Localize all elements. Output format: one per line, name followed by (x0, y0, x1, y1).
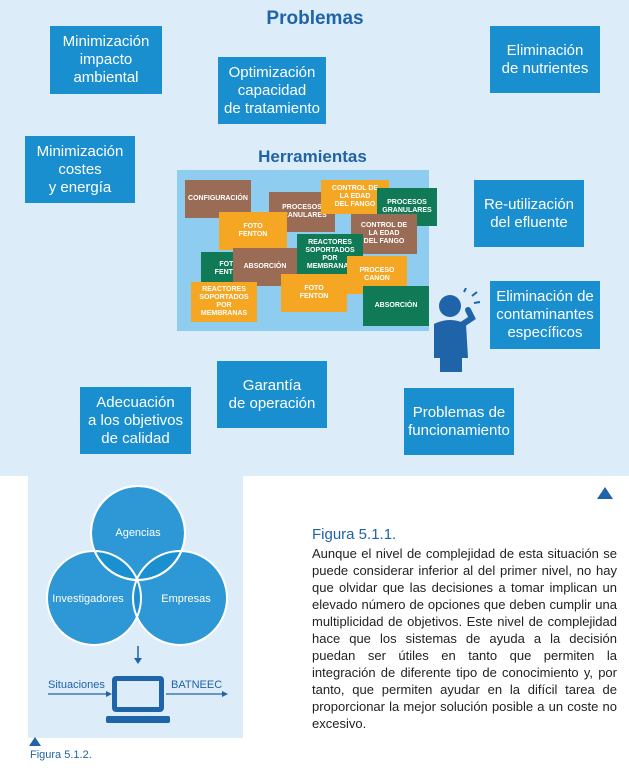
circle-empresas (133, 551, 227, 645)
label-batneec: BATNEEC (171, 679, 222, 691)
problem-box-problemas-funcionamiento: Problemas de funcionamiento (404, 388, 514, 455)
problem-box-reutilizacion-efluente: Re-utilización del efluente (474, 180, 584, 247)
tool-foto-fenton: FOTO FENTON (219, 212, 287, 250)
thinking-person-icon (434, 288, 481, 372)
tool-absorcion-2: ABSORCIÓN (363, 286, 429, 326)
triangle-marker-icon (597, 487, 613, 499)
figure-5-1-2-label: Figura 5.1.2. (30, 749, 92, 761)
label-investigadores: Investigadores (52, 593, 124, 605)
problem-box-objetivos-calidad: Adecuación a los objetivos de calidad (80, 387, 191, 454)
tools-title: Herramientas (258, 147, 367, 166)
problem-box-capacidad-tratamiento: Optimización capacidad de tratamiento (218, 57, 326, 124)
venn-diagram: Agencias Investigadores Empresas Situaci… (46, 485, 228, 723)
tools-panel: CONFIGURACIÓN PROCESOS GRANULARES CONTRO… (177, 170, 437, 331)
problem-box-costes-energia: Minimización costes y energía (25, 136, 135, 203)
tool-reactores-membranas-2: REACTORES SOPORTADOS POR MEMBRANAS (191, 282, 257, 322)
problems-tools-diagram: Problemas Minimización impacto ambiental… (0, 0, 629, 476)
label-agencias: Agencias (115, 527, 161, 539)
arrow-right-icon (48, 691, 112, 697)
problems-title: Problemas (266, 8, 364, 29)
computer-monitor-icon (106, 676, 170, 723)
arrow-down-icon (134, 646, 142, 664)
problem-box-garantia-operacion: Garantía de operación (217, 361, 327, 428)
triangle-marker-icon (29, 737, 41, 746)
problem-box-impacto-ambiental: Minimización impacto ambiental (50, 26, 162, 94)
arrow-right-icon (166, 691, 228, 697)
tool-configuracion: CONFIGURACIÓN (185, 180, 251, 218)
figure-5-1-1-caption: Aunque el nivel de complejidad de esta s… (312, 546, 617, 731)
figure-5-1-1-label: Figura 5.1.1. (312, 526, 397, 543)
tool-foto-fenton-3: FOTO FENTON (281, 274, 347, 312)
label-situaciones: Situaciones (48, 679, 105, 691)
problem-box-nutrientes: Eliminación de nutrientes (490, 26, 600, 93)
problem-box-contaminantes-especificos: Eliminación de contaminantes específicos (490, 281, 600, 349)
figure-5-1-2-panel: Agencias Investigadores Empresas Situaci… (28, 476, 243, 738)
label-empresas: Empresas (161, 593, 211, 605)
